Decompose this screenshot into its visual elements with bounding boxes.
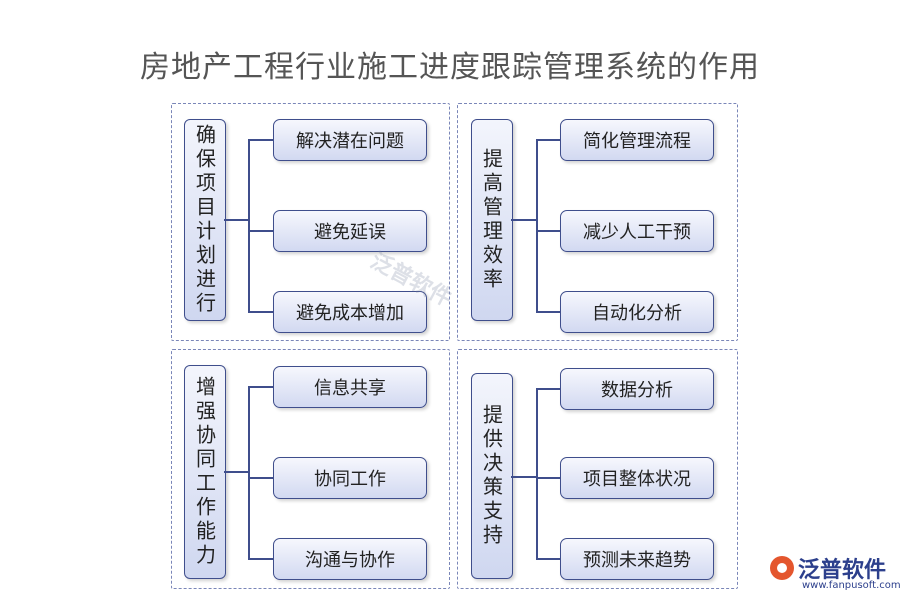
connector-1-branch-1 [248, 139, 273, 141]
logo-icon [770, 556, 794, 580]
connector-4-vertical [536, 388, 538, 558]
connector-4-branch-1 [536, 388, 560, 390]
group-4-label: 提供决策支持 [471, 373, 513, 579]
diagram-title: 房地产工程行业施工进度跟踪管理系统的作用 [140, 50, 760, 85]
group-3-item-3: 沟通与协作 [273, 538, 427, 580]
connector-2-trunk [511, 219, 536, 221]
connector-4-trunk [511, 476, 536, 478]
connector-1-vertical [248, 139, 250, 311]
connector-2-vertical [536, 139, 538, 311]
connector-3-trunk [224, 471, 248, 473]
group-panel-1 [171, 103, 450, 341]
group-4-item-3: 预测未来趋势 [560, 538, 714, 580]
connector-1-branch-2 [248, 230, 273, 232]
connector-2-branch-3 [536, 311, 560, 313]
group-3-label: 增强协同工作能力 [184, 365, 226, 579]
group-1-label: 确保项目计划进行 [184, 119, 226, 321]
group-2-item-2: 减少人工干预 [560, 210, 714, 252]
connector-2-branch-2 [536, 230, 560, 232]
connector-2-branch-1 [536, 139, 560, 141]
connector-3-branch-2 [248, 477, 273, 479]
group-4-item-1: 数据分析 [560, 368, 714, 410]
group-1-item-3: 避免成本增加 [273, 291, 427, 333]
brand-logo: 泛普软件 [770, 552, 886, 584]
logo-url: www.fanpusoft.com [802, 580, 900, 591]
group-1-item-2: 避免延误 [273, 210, 427, 252]
logo-text: 泛普软件 [798, 558, 887, 583]
connector-3-branch-3 [248, 558, 273, 560]
group-3-item-2: 协同工作 [273, 457, 427, 499]
group-4-item-2: 项目整体状况 [560, 457, 714, 499]
connector-4-branch-3 [536, 558, 560, 560]
connector-3-vertical [248, 386, 250, 558]
connector-1-branch-3 [248, 311, 273, 313]
connector-3-branch-1 [248, 386, 273, 388]
group-3-item-1: 信息共享 [273, 366, 427, 408]
group-panel-2 [457, 103, 738, 341]
group-1-item-1: 解决潜在问题 [273, 119, 427, 161]
group-panel-3 [171, 349, 450, 589]
group-2-item-1: 简化管理流程 [560, 119, 714, 161]
connector-1-trunk [224, 219, 248, 221]
connector-4-branch-2 [536, 477, 560, 479]
group-2-label: 提高管理效率 [471, 119, 513, 321]
group-panel-4 [457, 349, 738, 589]
group-2-item-3: 自动化分析 [560, 291, 714, 333]
